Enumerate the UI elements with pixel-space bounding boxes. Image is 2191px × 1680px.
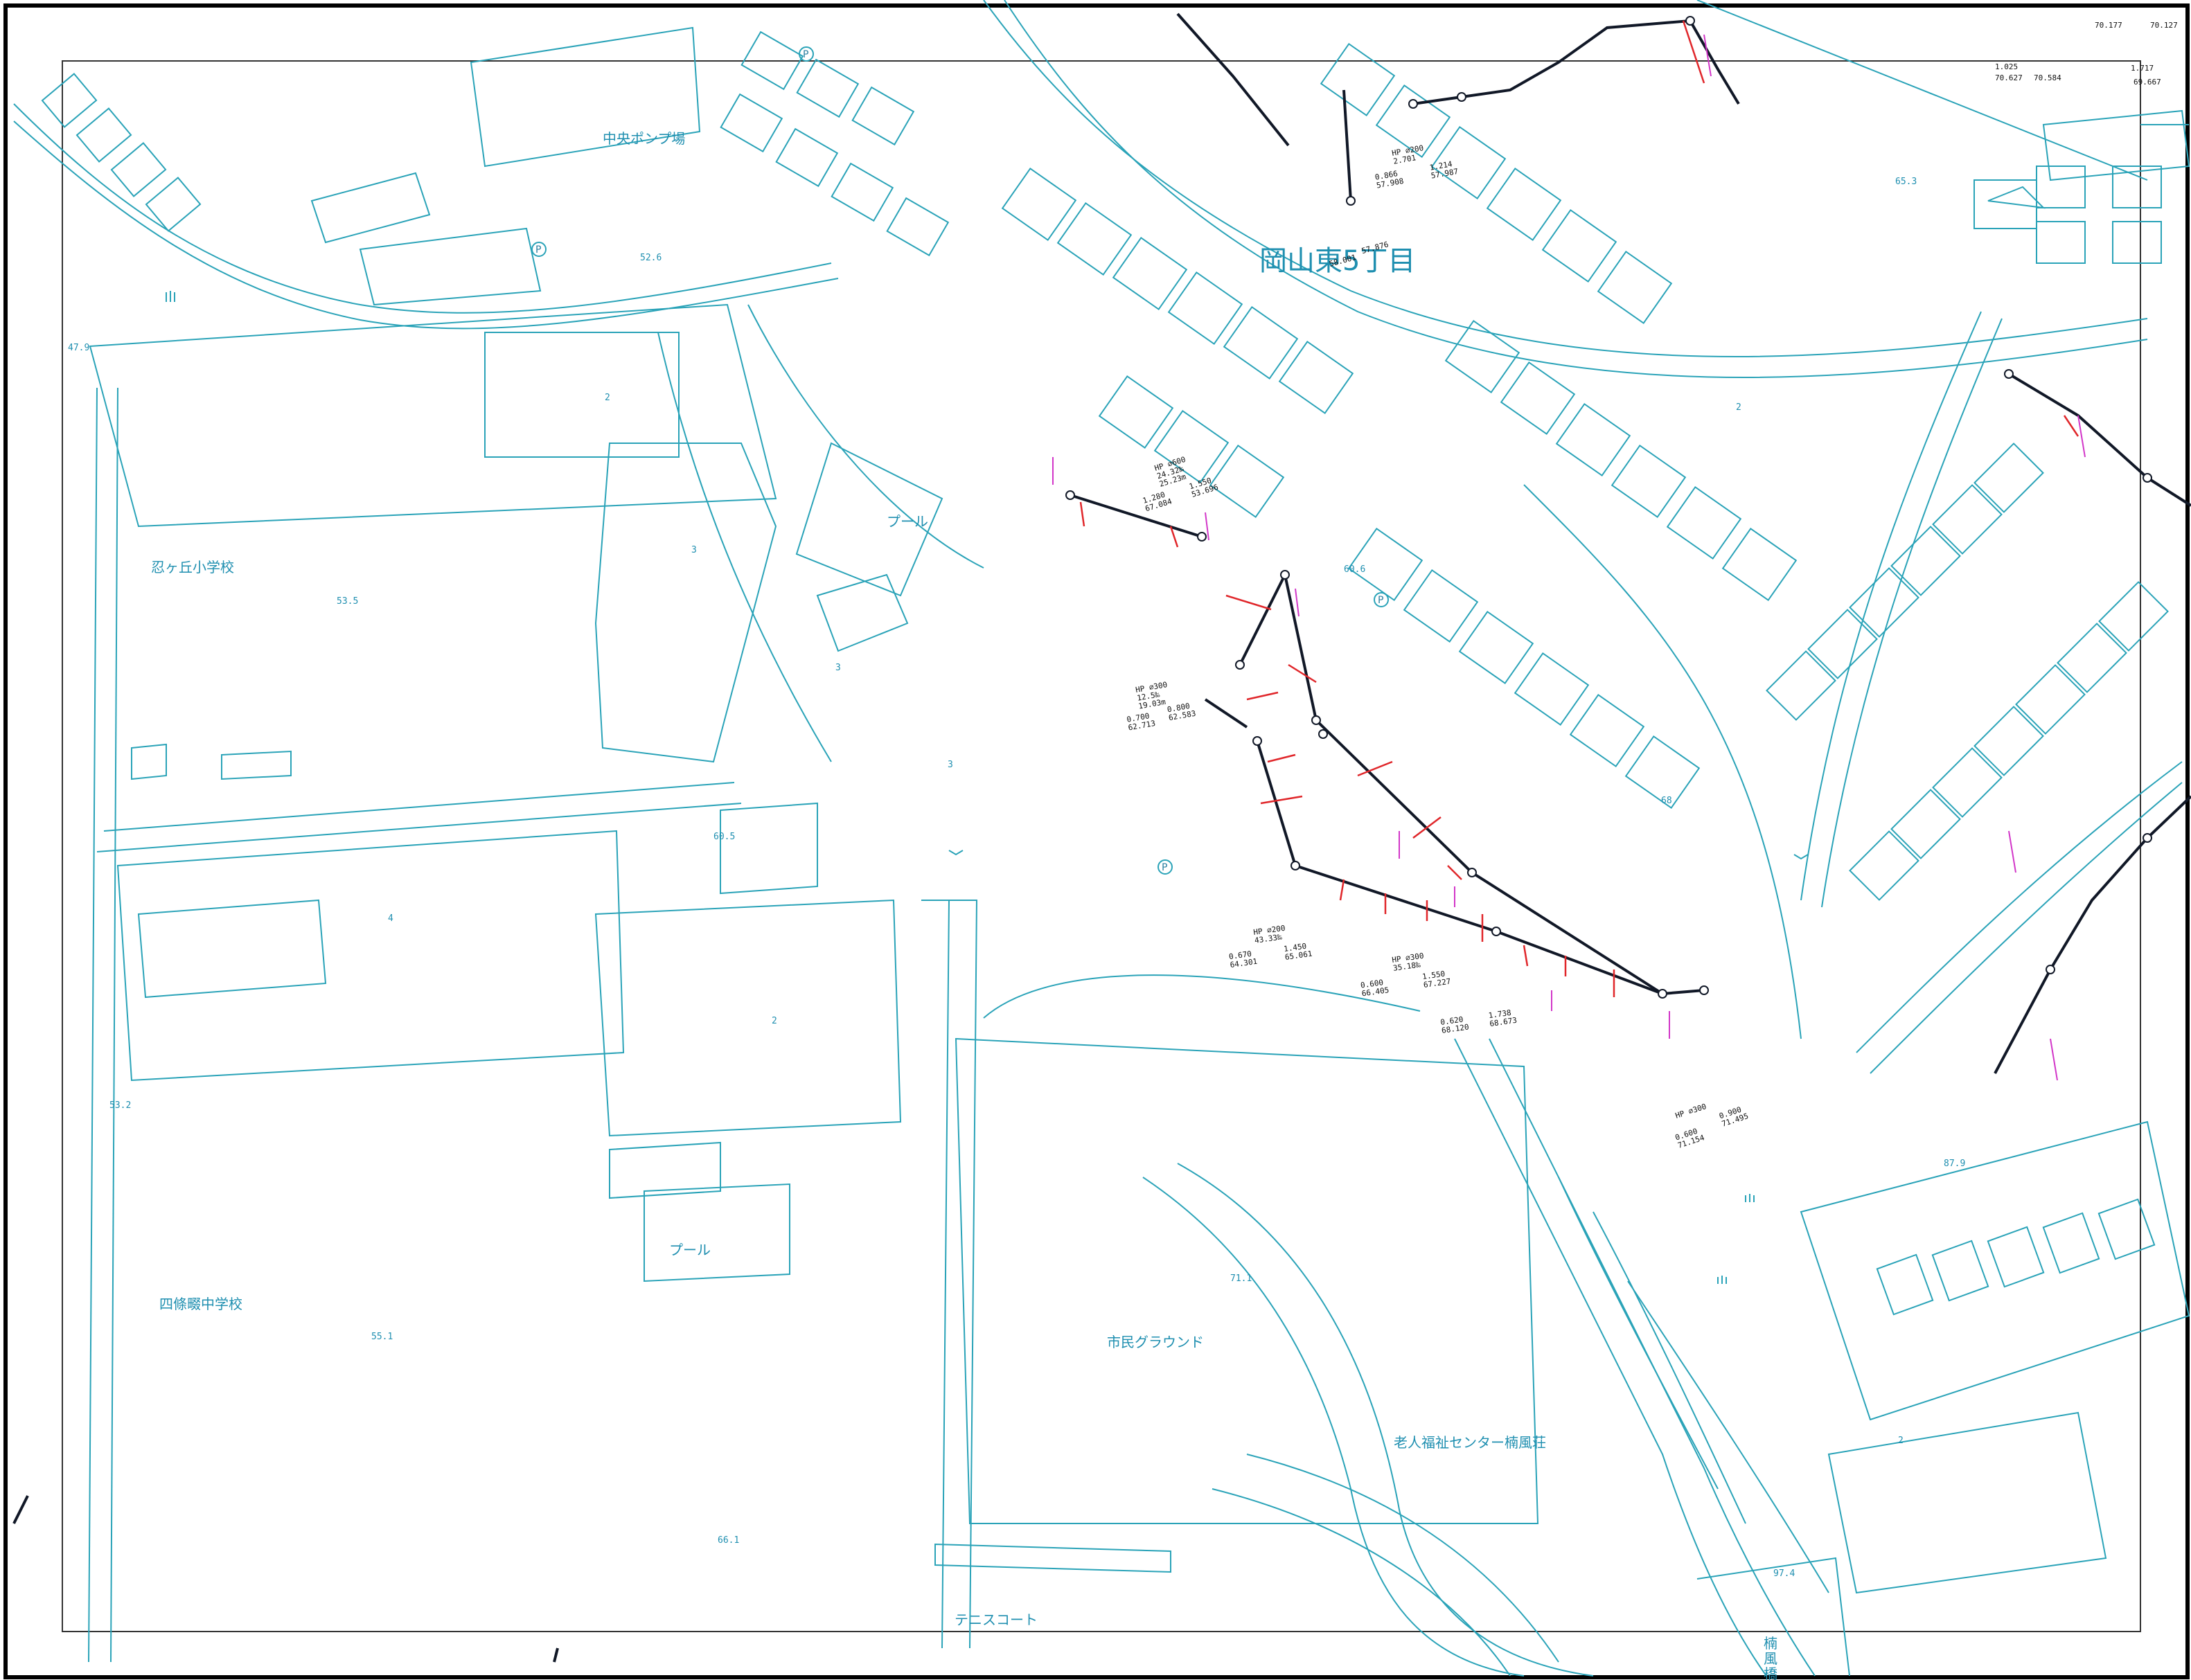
elevation: 87.9 — [1944, 1159, 1965, 1169]
label-bridge-bot: 橋 — [1764, 1665, 1777, 1680]
pipe-note: 67.227 — [1423, 977, 1451, 990]
floor-count: 3 — [835, 663, 841, 673]
houses-right — [1766, 166, 2169, 1316]
elevation: 53.2 — [109, 1100, 131, 1111]
pipe-note: 0.620 — [1440, 1015, 1464, 1026]
magenta-marks — [1052, 34, 2086, 1081]
parking-mark: P — [1378, 595, 1383, 606]
base-map — [13, 0, 2190, 1677]
pipe-note: HP ∅300 — [1392, 951, 1425, 965]
pipe-note: 65.061 — [1284, 949, 1313, 962]
label-okayama-district: 岡山東5丁目 — [1259, 245, 1415, 277]
pipe-note: 0.800 — [1167, 702, 1191, 715]
label-tennis-court: テニスコート — [955, 1611, 1038, 1628]
parking-marks: P P P P — [531, 46, 1389, 875]
pipe-note: 1.738 — [1488, 1008, 1512, 1020]
manholes — [1065, 16, 2152, 999]
pipe-note: 1.550 — [1421, 969, 1446, 981]
pipe-note: 1.717 — [2131, 64, 2154, 73]
elevation: 53.5 — [337, 596, 358, 607]
pipe-note: 35.18‰ — [1392, 960, 1421, 972]
floor-count: 2 — [605, 393, 610, 403]
label-citizen-ground: 市民グラウンド — [1107, 1334, 1204, 1350]
label-elementary-school: 忍ヶ丘小学校 — [151, 559, 234, 575]
parking-mark: P — [1162, 862, 1167, 873]
pipe-note: 69.667 — [2134, 78, 2161, 87]
pipe-note: 1.214 — [1429, 159, 1453, 172]
elevation: 52.6 — [640, 253, 662, 263]
pipe-annotations: HP ∅600 24.32‰ 25.23m 1.280 67.084 1.550… — [1126, 21, 2178, 1150]
label-welfare-center: 老人福祉センター楠風荘 — [1394, 1434, 1546, 1451]
elevation: 97.4 — [1773, 1569, 1795, 1579]
spot-elevations: 52.6 47.9 53.5 60.5 60.6 53.2 55.1 66.1 … — [68, 177, 1965, 1579]
pipe-note: 1.450 — [1283, 942, 1307, 954]
pipe-note: 0.670 — [1228, 949, 1252, 961]
pipe-note: 70.127 — [2150, 21, 2178, 30]
pipe-note: 0.600 — [1360, 978, 1384, 990]
pipe-note: 66.405 — [1361, 985, 1390, 998]
floor-counts: 2 3 3 3 4 2 2 2 — [388, 393, 1904, 1446]
shrine-symbol — [166, 291, 175, 302]
houses-left — [41, 30, 950, 257]
label-pool-2: プール — [669, 1242, 711, 1258]
houses-center — [1001, 42, 1798, 810]
pipe-note: 70.584 — [2034, 73, 2061, 82]
elevation: 47.9 — [68, 343, 89, 353]
pipe-note: 43.33‰ — [1254, 932, 1283, 945]
label-bridge-mid: 風 — [1764, 1650, 1777, 1667]
floor-count: 2 — [1898, 1436, 1904, 1446]
sewer-mains — [12, 12, 2191, 1663]
floor-count: 3 — [948, 760, 953, 770]
pipe-note: 12.5‰ — [1136, 690, 1160, 703]
elevation: 68 — [1661, 796, 1672, 806]
elevation: 55.1 — [371, 1332, 393, 1342]
parking-mark: P — [535, 244, 541, 256]
shrine-symbol — [1717, 1276, 1727, 1284]
elevation: 65.3 — [1895, 177, 1917, 187]
elevation: 60.6 — [1344, 564, 1365, 575]
pipe-note: 68.120 — [1441, 1022, 1469, 1035]
pipe-note: 1.025 — [1995, 62, 2018, 71]
elevation: 66.1 — [718, 1535, 739, 1546]
floor-count: 4 — [388, 913, 393, 924]
chevron-mark — [1793, 854, 1809, 860]
label-bridge-top: 楠 — [1764, 1635, 1777, 1652]
floor-count: 2 — [772, 1016, 777, 1026]
label-pool-1: プール — [887, 513, 928, 530]
sewer-laterals — [1079, 20, 2079, 997]
pipe-note: 0.866 — [1374, 169, 1399, 182]
pipe-note: 70.177 — [2095, 21, 2122, 30]
chevron-mark — [948, 850, 964, 856]
sheet-border — [3, 3, 2190, 1679]
floor-count: 3 — [691, 545, 697, 555]
floor-count: 2 — [1736, 402, 1741, 413]
shrine-symbol — [1745, 1194, 1755, 1202]
pipe-note: 0.700 — [1126, 711, 1151, 724]
w-symbol — [1987, 186, 2046, 209]
pipe-note: 64.301 — [1230, 957, 1258, 969]
label-junior-high-school: 四條畷中学校 — [159, 1296, 242, 1312]
parking-mark: P — [803, 49, 808, 60]
map-symbols — [166, 186, 2046, 1284]
elevation: 60.5 — [713, 832, 735, 842]
label-pump-station: 中央ポンプ場 — [603, 130, 685, 147]
pipe-note: HP ∅200 — [1253, 924, 1286, 937]
place-labels: 中央ポンプ場 忍ヶ丘小学校 四條畷中学校 プール プール 市民グラウンド 老人福… — [151, 130, 1777, 1680]
elevation: 71.1 — [1230, 1274, 1252, 1284]
pipe-note: 2.701 — [1392, 153, 1417, 166]
pipe-note: 70.627 — [1995, 73, 2023, 82]
pipe-note: 68.673 — [1489, 1016, 1518, 1028]
